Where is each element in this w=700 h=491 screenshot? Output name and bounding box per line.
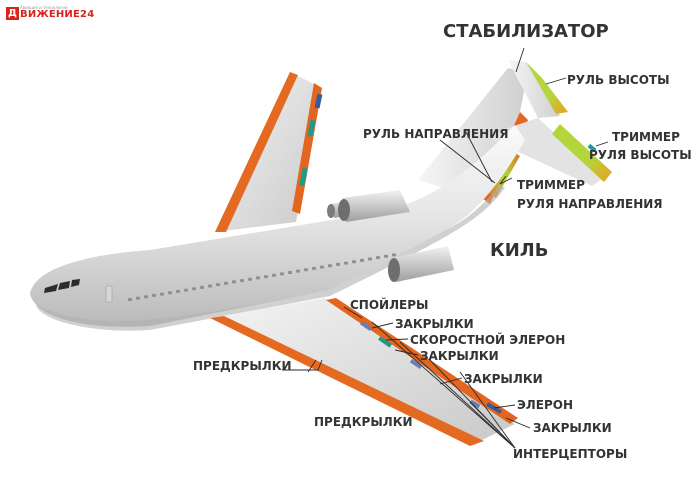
near-wing-leading-edge-slats [210,316,484,446]
label-interceptors: ИНТЕРЦЕПТОРЫ [513,447,627,461]
label-high-speed-aileron: СКОРОСТНОЙ ЭЛЕРОН [410,332,565,347]
far-wing-leading-edge-slats [215,72,298,232]
far-wing-panel-2 [307,119,316,137]
spoiler-panel [359,320,373,332]
passenger-window [272,273,276,277]
passenger-window [312,266,316,270]
interceptor-panel-2 [469,399,481,409]
high-speed-aileron-panel [378,336,392,348]
label-aileron: ЭЛЕРОН [517,398,573,412]
label-elevator-trim-2: РУЛЯ ВЫСОТЫ [589,148,692,162]
passenger-window [376,256,380,260]
engine-upper-b [342,190,410,222]
passenger-window [280,272,284,276]
passenger-window [336,262,340,266]
label-rudder-trim-1: ТРИММЕР [517,178,585,192]
logo-tagline: Авиация и технологии [20,5,68,10]
label-spoilers: СПОЙЛЕРЫ [350,297,429,312]
passenger-window [360,258,364,262]
far-wing-panel-3 [299,167,308,187]
passenger-window [392,253,396,257]
front-door [105,285,113,303]
passenger-window [152,293,156,297]
passenger-window [320,265,324,269]
label-slats-2: ПРЕДКРЫЛКИ [314,415,413,429]
passenger-window [344,261,348,265]
engine-lower [392,246,454,282]
label-fin: КИЛЬ [490,240,548,261]
passenger-window [232,280,236,284]
passenger-window [144,295,148,299]
passenger-window [168,291,172,295]
interceptor-panel-1 [409,358,423,370]
label-slats-1: ПРЕДКРЫЛКИ [193,359,292,373]
passenger-window [208,284,212,288]
passenger-window [264,275,268,279]
near-wing-trailing-controls [326,298,518,424]
passenger-window [248,277,252,281]
passenger-window [200,285,204,289]
passenger-window [136,296,140,300]
passenger-window [304,268,308,272]
logo-brand: ВИЖЕНИЕ24 [20,9,95,20]
passenger-window [128,298,132,301]
far-wing-panel-1 [314,93,323,109]
label-flaps-3: ЗАКРЫЛКИ [464,372,543,386]
leader-lines [282,47,609,449]
elevator-trim-strip [552,124,612,182]
elevator-strip [526,62,568,114]
label-elevator-trim-1: ТРИММЕР [612,130,680,144]
near-wing [210,298,518,446]
passenger-window [384,254,388,258]
label-elevator: РУЛЬ ВЫСОТЫ [567,73,670,87]
passenger-window [328,264,332,268]
passenger-window [368,257,372,261]
labels: СТАБИЛИЗАТОР РУЛЬ ВЫСОТЫ РУЛЬ НАПРАВЛЕНИ… [193,21,692,461]
label-stabilizer: СТАБИЛИЗАТОР [443,21,609,42]
label-rudder-trim-2: РУЛЯ НАПРАВЛЕНИЯ [517,197,663,211]
passenger-window [224,281,228,285]
far-wing [215,72,323,232]
passenger-window [192,287,196,291]
passenger-window [288,271,292,274]
passenger-window [216,283,220,287]
fuselage [30,125,525,327]
brand-logo: Д Авиация и технологии ВИЖЕНИЕ24 [6,5,94,20]
label-rudder: РУЛЬ НАПРАВЛЕНИЯ [363,127,508,141]
label-flaps-4: ЗАКРЫЛКИ [533,421,612,435]
passenger-window [352,260,356,264]
engines [327,190,454,282]
passenger-window [184,288,188,292]
elevator-trim-tab [587,143,597,153]
passenger-window [256,276,260,280]
far-wing-trailing-controls [292,83,322,214]
passenger-window [160,292,164,296]
passenger-windows [128,253,396,301]
label-flaps-1: ЗАКРЫЛКИ [395,317,474,331]
passenger-window [176,289,180,293]
cockpit-windows [44,279,80,293]
passenger-window [296,269,300,273]
passenger-window [240,279,244,283]
logo-mark: Д [6,7,19,20]
label-flaps-2: ЗАКРЫЛКИ [420,349,499,363]
